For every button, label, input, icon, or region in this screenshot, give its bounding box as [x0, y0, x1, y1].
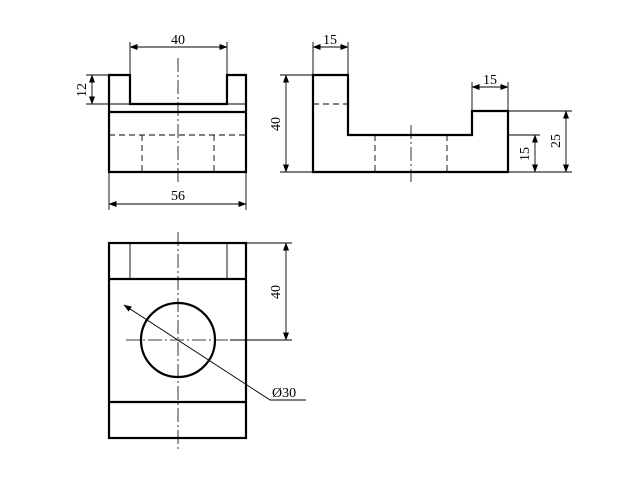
dimension-label: 56 [171, 189, 185, 204]
diameter-label: Ø30 [272, 386, 296, 401]
front-view: 40 12 56 [75, 33, 248, 210]
dimension-label: 40 [171, 33, 185, 48]
dimension-label: 40 [269, 285, 284, 299]
dimension-label: 15 [323, 33, 337, 48]
side-view-outline [311, 73, 510, 174]
front-view-outline [107, 73, 248, 174]
side-view: 15 40 15 25 15 [269, 33, 572, 182]
diameter-dimension-line [123, 304, 271, 401]
dimension-label: 12 [75, 83, 90, 97]
top-view: 40 Ø30 [107, 232, 306, 450]
top-view-outline [107, 241, 248, 440]
dimension-label: 25 [549, 134, 564, 148]
dimension-label: 15 [483, 73, 497, 88]
dimension-label: 40 [269, 117, 284, 131]
dimension-label: 15 [518, 147, 533, 161]
